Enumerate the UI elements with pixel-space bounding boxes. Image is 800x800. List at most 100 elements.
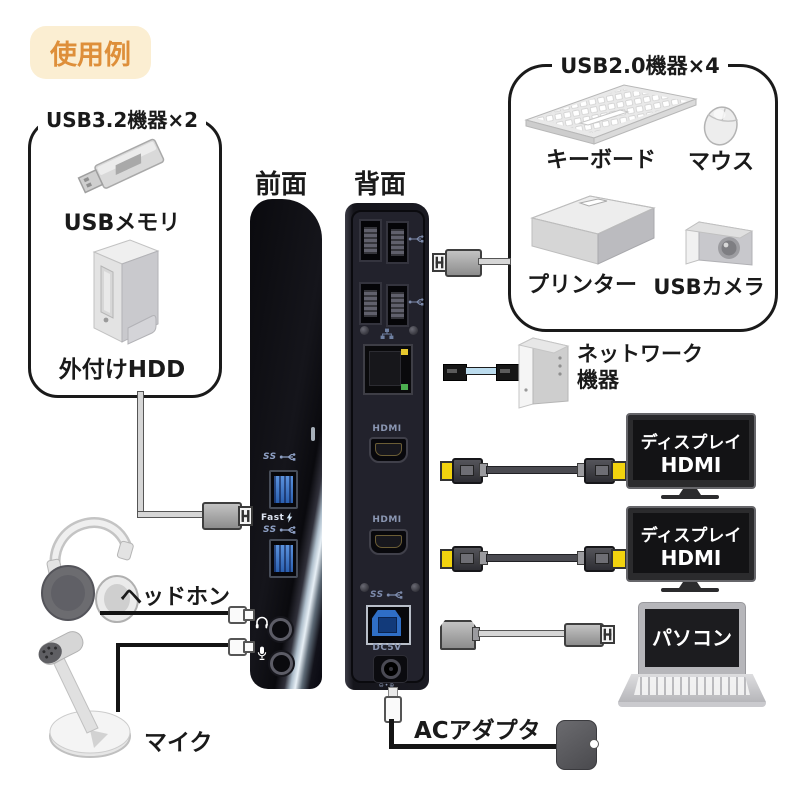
network-device-illustration (517, 337, 570, 409)
ac-adapter-prong (589, 739, 599, 749)
ethernet-icon (380, 328, 394, 340)
usb-memory-label: USBメモリ (63, 211, 181, 236)
usage-example-badge-label: 使用例 (50, 40, 131, 71)
usb3-tongue (274, 545, 293, 572)
laptop-keyboard (634, 677, 750, 695)
usb-plug-tip-icon (602, 627, 613, 642)
back-usb-port-1 (359, 219, 382, 262)
hdmi-cable-2 (486, 554, 579, 562)
headphone-cable (100, 611, 230, 615)
usb-camera-label: USBカメラ (653, 275, 765, 299)
mic-label: マイク (144, 730, 213, 756)
audio-plug-tip (243, 609, 255, 621)
display-label-line1: ディスプレイ (640, 526, 742, 546)
external-hdd-illustration (92, 239, 160, 345)
mouse-illustration (703, 106, 738, 146)
usb-plug-tip (600, 625, 615, 644)
screw-icon (411, 583, 420, 592)
network-device-label-line2: 機器 (577, 368, 619, 392)
keyboard-illustration (524, 84, 698, 145)
headphone-jack (269, 618, 292, 641)
dock-front-view: SS Fast SS (250, 199, 322, 689)
dock-back-label: 背面 (354, 170, 407, 200)
usb-trident-icon (279, 525, 296, 535)
dc-label: DC5V (372, 643, 402, 653)
printer-label: プリンター (526, 273, 637, 298)
usb20-cable (478, 258, 511, 265)
usb-a-plug (564, 623, 604, 647)
dc-jack (373, 655, 408, 683)
hdmi-connector-yellow (611, 461, 627, 481)
front-usb3-port-1 (269, 470, 298, 509)
front-ss-label-1: SS (263, 452, 296, 462)
usb-pc-cable (478, 630, 566, 637)
lightning-icon (286, 512, 293, 523)
usb-plug-body (202, 502, 242, 530)
ethernet-cable (465, 367, 498, 375)
hdmi-plug-right (584, 546, 615, 572)
usb-camera-illustration (684, 221, 754, 266)
tv-screen: ディスプレイ HDMI (633, 420, 749, 480)
connector-slot (447, 369, 457, 373)
back-usb-port-2 (386, 221, 409, 264)
usb32-group-title: USB3.2機器×2 (8, 104, 236, 133)
back-usb-port-4 (386, 284, 409, 327)
mouse-label: マウス (687, 150, 754, 175)
usb-b-port (366, 605, 411, 645)
front-side-slot (311, 427, 315, 441)
dock-back-view: HDMI HDMI SS DC5V ⊖•⊕ (345, 203, 429, 690)
usb-plug-tip-icon (240, 508, 251, 524)
headphones-illustration (41, 517, 139, 623)
hdmi-cable-1 (486, 466, 579, 474)
lan-port (363, 344, 413, 395)
tv-stand-neck (679, 489, 701, 495)
usb32-cable-horizontal (137, 511, 207, 518)
mic-cable-vertical (116, 645, 120, 712)
polarity-icon: ⊖•⊕ (378, 682, 396, 689)
printer-illustration (530, 195, 656, 265)
usb-plug-body (445, 249, 482, 277)
dock-front-label: 前面 (255, 170, 308, 200)
lan-led-green (401, 384, 408, 390)
hdmi-port-inner (375, 443, 402, 456)
hdmi-plug-detail (595, 465, 609, 476)
usb32-cable-vertical (137, 391, 144, 518)
lan-port-inner (369, 351, 401, 386)
hdmi-port-inner (375, 535, 402, 548)
usb-tongue (391, 229, 404, 256)
network-device-label-line1: ネットワーク (577, 342, 703, 366)
usb-trident-icon (279, 452, 296, 462)
usb-trident-icon (408, 233, 424, 245)
hdmi-label-1: HDMI (372, 424, 402, 434)
ss-text: SS (263, 452, 277, 462)
front-fast-label: Fast (261, 512, 293, 523)
mic-cable-horizontal (116, 643, 228, 647)
laptop-base (618, 674, 766, 702)
display-hdmi-1: ディスプレイ HDMI (626, 413, 756, 499)
front-usb3-port-2 (269, 539, 298, 578)
keyboard-label: キーボード (545, 148, 656, 173)
usb-b-slot (378, 617, 397, 633)
hdmi-connector-yellow (611, 549, 627, 569)
hdmi-label-2: HDMI (372, 515, 402, 525)
ethernet-connector-left (443, 364, 467, 381)
hdmi-port-1 (369, 437, 408, 463)
usb20-group-title: USB2.0機器×4 (508, 50, 772, 80)
usb-tongue (364, 227, 377, 254)
mic-icon (257, 646, 267, 661)
headphone-label: ヘッドホン (120, 585, 231, 610)
usage-example-badge: 使用例 (30, 26, 151, 79)
mic-jack (270, 652, 293, 675)
ac-cable-vertical (389, 719, 394, 748)
ac-adapter-illustration (556, 720, 599, 770)
usb-trident-icon (408, 296, 424, 308)
laptop-screen-frame: パソコン (638, 602, 746, 676)
usb3-tongue (274, 476, 293, 503)
screw-icon (360, 326, 369, 335)
tv-screen: ディスプレイ HDMI (633, 513, 749, 573)
tv-stand-base (661, 495, 719, 499)
headphone-icon (255, 616, 269, 629)
audio-plug-tip (243, 641, 255, 653)
pc-label: パソコン (652, 626, 732, 650)
laptop-illustration: パソコン (618, 598, 768, 710)
